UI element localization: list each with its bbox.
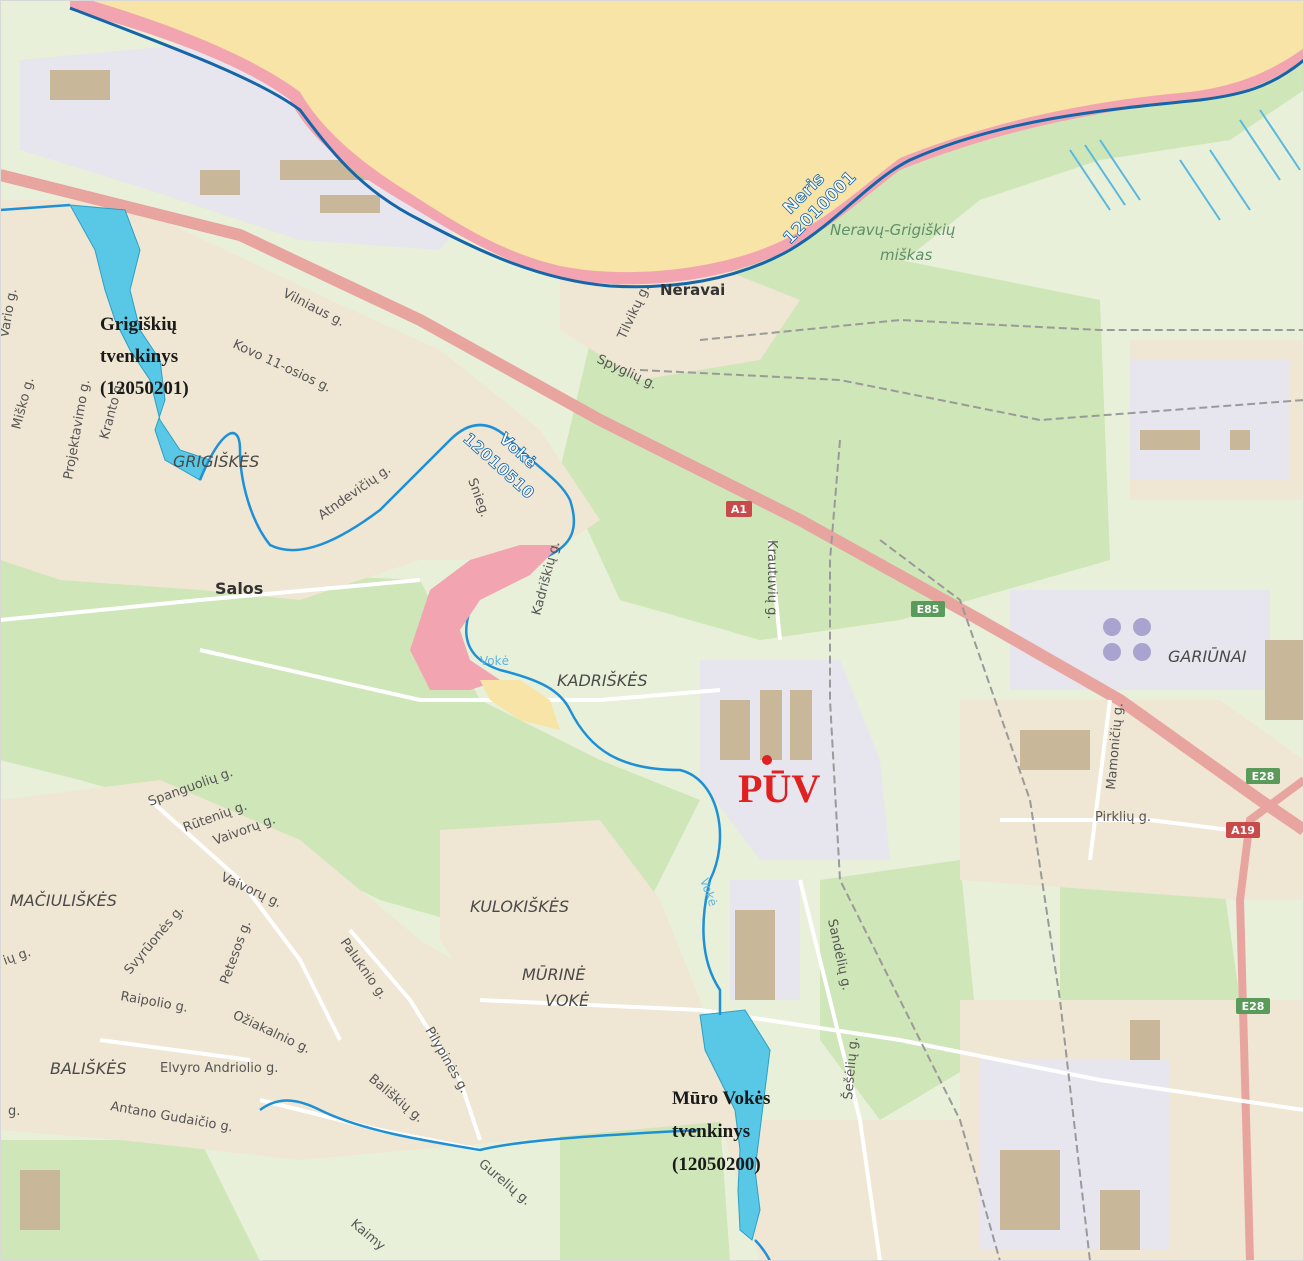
annotation-grigiskiu-1: Grigiškių	[100, 314, 178, 335]
label-baliskes: BALIŠKĖS	[50, 1059, 126, 1078]
label-kulokiskes: KULOKIŠKĖS	[470, 897, 569, 916]
road-a1	[0, 169, 1304, 835]
badge-a1: A1	[726, 501, 752, 517]
badge-a19: A19	[1226, 822, 1260, 838]
storage-tanks	[1103, 618, 1151, 661]
label-gariunai: GARIŪNAI	[1168, 647, 1247, 666]
wetland-yellow	[480, 680, 560, 730]
wetland-pink	[410, 545, 560, 690]
badge-e28-top: E28	[1246, 768, 1280, 784]
badge-e28-bottom: E28	[1236, 998, 1270, 1014]
hatched-water-area	[1069, 109, 1301, 221]
badge-e85: E85	[911, 601, 945, 617]
label-neravai: Neravai	[660, 281, 725, 299]
street-seseliu: Šešėlių g.	[840, 1036, 861, 1100]
label-maciuliskes: MAČIULIŠKĖS	[10, 891, 117, 910]
road-e28	[1235, 776, 1304, 1261]
river-neris	[90, 0, 1304, 273]
label-murine-voke-2: VOKĖ	[545, 991, 590, 1010]
railways	[639, 318, 1304, 1261]
river-neris-centerline	[69, 6, 1304, 289]
street-elvyro: Elvyro Andriolio g.	[160, 1061, 278, 1076]
label-forest-2: miškas	[880, 246, 932, 264]
svg-text:E28: E28	[1252, 770, 1275, 783]
street-pirkliu: Pirklių g.	[1095, 810, 1151, 825]
annotation-puv: PŪV	[738, 766, 820, 811]
label-grigiskes: GRIGIŠKĖS	[173, 452, 259, 471]
buildings	[20, 70, 1304, 1250]
annotation-muro-1: Mūro Vokės	[672, 1088, 770, 1109]
label-murine-voke-1: MŪRINĖ	[522, 965, 586, 984]
label-voke-small-1: Vokė	[480, 654, 509, 668]
pond-muro-vokes	[699, 1009, 771, 1241]
street-g: g.	[8, 1104, 20, 1119]
svg-text:E28: E28	[1242, 1000, 1265, 1013]
stream-voke	[0, 203, 772, 1261]
annotation-muro-3: (12050200)	[672, 1154, 761, 1175]
label-forest-1: Neravų-Grigiškių	[830, 221, 955, 239]
annotation-muro-2: tvenkinys	[672, 1121, 750, 1142]
svg-text:A1: A1	[731, 503, 747, 516]
svg-text:E85: E85	[917, 603, 940, 616]
street-krautuviu: Krautuvių g.	[764, 540, 779, 619]
label-kadriskes: KADRIŠKĖS	[557, 671, 648, 690]
annotation-grigiskiu-2: tvenkinys	[100, 346, 178, 367]
svg-text:A19: A19	[1231, 824, 1255, 837]
puv-marker	[762, 755, 772, 765]
annotation-grigiskiu-3: (12050201)	[100, 378, 189, 399]
label-salos: Salos	[215, 579, 263, 598]
